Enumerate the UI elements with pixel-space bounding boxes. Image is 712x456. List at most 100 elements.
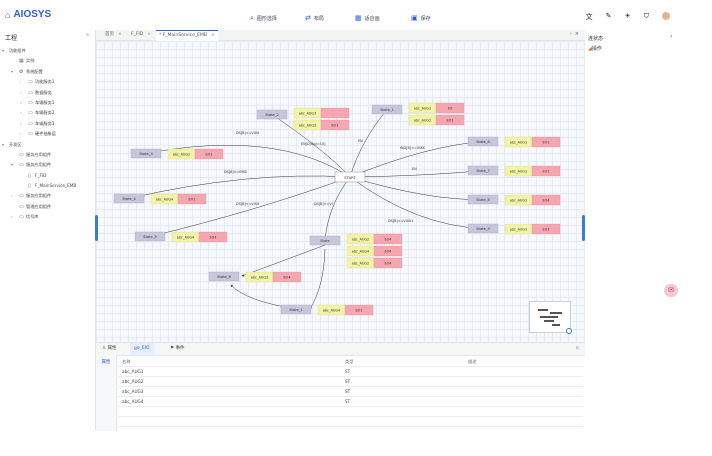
- chevron-icon[interactable]: ▾: [11, 162, 14, 168]
- value-cell[interactable]: [435, 114, 465, 126]
- table-cell[interactable]: abc_AUG1: [118, 366, 341, 377]
- chevron-right-icon[interactable]: ›: [569, 31, 575, 37]
- tree-node[interactable]: ▭管理应用组件: [0, 202, 95, 212]
- nav-layout[interactable]: ⇄布局: [305, 14, 324, 22]
- operation-item[interactable]: ◢操作: [588, 45, 602, 52]
- minimap-resize-handle[interactable]: [566, 328, 572, 334]
- tree-node[interactable]: ›▭数据服务: [0, 88, 95, 98]
- chevron-icon[interactable]: ▾: [2, 141, 5, 147]
- table-cell[interactable]: ST: [341, 366, 464, 377]
- chevron-icon[interactable]: ›: [11, 214, 13, 220]
- value-cell[interactable]: [531, 223, 561, 235]
- chevron-icon[interactable]: ▾: [11, 68, 14, 74]
- transition-edge[interactable]: [349, 176, 484, 201]
- value-cell[interactable]: [320, 107, 350, 119]
- chevron-right-icon[interactable]: ›: [670, 33, 673, 40]
- transition-edge[interactable]: [349, 109, 388, 178]
- close-all-icon[interactable]: ×: [574, 31, 582, 37]
- pin-icon[interactable]: ⇱: [86, 33, 91, 39]
- close-icon[interactable]: ×: [210, 33, 215, 38]
- tree-node[interactable]: ▭服务应用组件: [0, 150, 95, 160]
- tree-node[interactable]: ▾开发区: [0, 140, 95, 150]
- state-node[interactable]: [467, 223, 499, 234]
- value-cell[interactable]: [373, 257, 403, 269]
- table-cell[interactable]: ST: [341, 396, 464, 407]
- translate-icon[interactable]: 文: [585, 13, 593, 21]
- pin-icon[interactable]: ⇱: [575, 346, 580, 352]
- table-cell[interactable]: [341, 416, 464, 427]
- tree-node[interactable]: ▯F_MainService_EMB: [0, 181, 95, 191]
- tree-node[interactable]: ›▭信号库: [0, 212, 95, 222]
- tree-node[interactable]: ›▭车辆服务2: [0, 108, 95, 118]
- state-node[interactable]: [467, 165, 499, 176]
- table-cell[interactable]: [464, 386, 583, 397]
- chevron-icon[interactable]: ›: [20, 99, 22, 105]
- tree-node[interactable]: ▯F_FID: [0, 171, 95, 181]
- chevron-icon[interactable]: ›: [20, 79, 22, 85]
- diagram-svg[interactable]: DS[B]<=VIXXEN[D(Ng)=10]ENDS[B]<=EMBDS[B]…: [96, 41, 585, 342]
- value-cell[interactable]: [198, 231, 228, 243]
- table-cell[interactable]: [464, 376, 583, 387]
- transition-edge[interactable]: [149, 176, 351, 238]
- transition-edge[interactable]: [145, 144, 351, 178]
- state-node[interactable]: [256, 109, 288, 120]
- table-cell[interactable]: [341, 406, 464, 417]
- left-splitter-handle[interactable]: [95, 215, 98, 241]
- tab-events[interactable]: ⚑ 事件: [166, 343, 188, 355]
- value-cell[interactable]: [531, 194, 561, 206]
- shield-icon[interactable]: ⛉: [643, 12, 649, 20]
- table-cell[interactable]: [464, 366, 583, 377]
- value-cell[interactable]: [272, 271, 302, 283]
- floating-action-button[interactable]: ✉: [664, 284, 678, 297]
- chevron-icon[interactable]: ›: [20, 131, 22, 137]
- tree-node[interactable]: ▾功能组件: [0, 46, 95, 56]
- tree-node[interactable]: ▾⚙系统配置: [0, 67, 95, 77]
- value-cell[interactable]: [194, 148, 224, 160]
- transition-edge[interactable]: [271, 114, 351, 178]
- right-splitter-handle[interactable]: [582, 215, 585, 241]
- nav-save[interactable]: ▣保存: [411, 14, 431, 22]
- table-cell[interactable]: abc_AUG4: [118, 396, 341, 407]
- value-cell[interactable]: [320, 119, 350, 131]
- table-row[interactable]: [118, 406, 583, 417]
- nav-select-shape[interactable]: ⌕图形选择: [250, 14, 277, 23]
- state-node[interactable]: [467, 194, 499, 205]
- table-cell[interactable]: [464, 406, 583, 417]
- tree-node[interactable]: ›▭硬件抽象层: [0, 129, 95, 139]
- state-node[interactable]: [208, 271, 240, 282]
- state-node[interactable]: [309, 235, 341, 246]
- minimap[interactable]: [529, 301, 572, 334]
- value-cell[interactable]: [373, 233, 403, 245]
- state-node[interactable]: [371, 104, 403, 115]
- tree-node[interactable]: ›▭车辆服务3: [0, 119, 95, 129]
- table-cell[interactable]: [464, 416, 583, 427]
- tree-node[interactable]: ›▭功能服务1: [0, 77, 95, 87]
- state-node[interactable]: [130, 148, 162, 159]
- tree-node[interactable]: ›▭服务应用组件: [0, 191, 95, 201]
- table-cell[interactable]: ST: [341, 376, 464, 387]
- value-cell[interactable]: [435, 102, 465, 114]
- value-cell[interactable]: [531, 136, 561, 148]
- vertical-tab-properties[interactable]: 属性: [96, 355, 117, 431]
- transition-edge[interactable]: [128, 175, 351, 200]
- table-cell[interactable]: [464, 396, 583, 407]
- brightness-icon[interactable]: ☀: [624, 12, 631, 20]
- transition-edge[interactable]: [241, 244, 326, 277]
- table-cell[interactable]: abc_AUG2: [118, 376, 341, 387]
- start-node[interactable]: [334, 171, 366, 183]
- close-icon[interactable]: ×: [147, 32, 152, 37]
- tree-node[interactable]: ›▭车辆服务1: [0, 98, 95, 108]
- state-node[interactable]: [280, 304, 312, 315]
- state-node[interactable]: [467, 136, 499, 147]
- table-cell[interactable]: abc_AUG3: [118, 386, 341, 397]
- tab-f-mainservice-emb[interactable]: * F_MainService_EMB×: [156, 30, 218, 41]
- table-cell[interactable]: [118, 406, 341, 417]
- state-node[interactable]: [134, 231, 166, 242]
- tab-go-eio[interactable]: go_EIO: [130, 343, 154, 355]
- chevron-icon[interactable]: ›: [20, 110, 22, 116]
- transition-edge[interactable]: [323, 176, 351, 241]
- transition-edge[interactable]: [349, 176, 484, 230]
